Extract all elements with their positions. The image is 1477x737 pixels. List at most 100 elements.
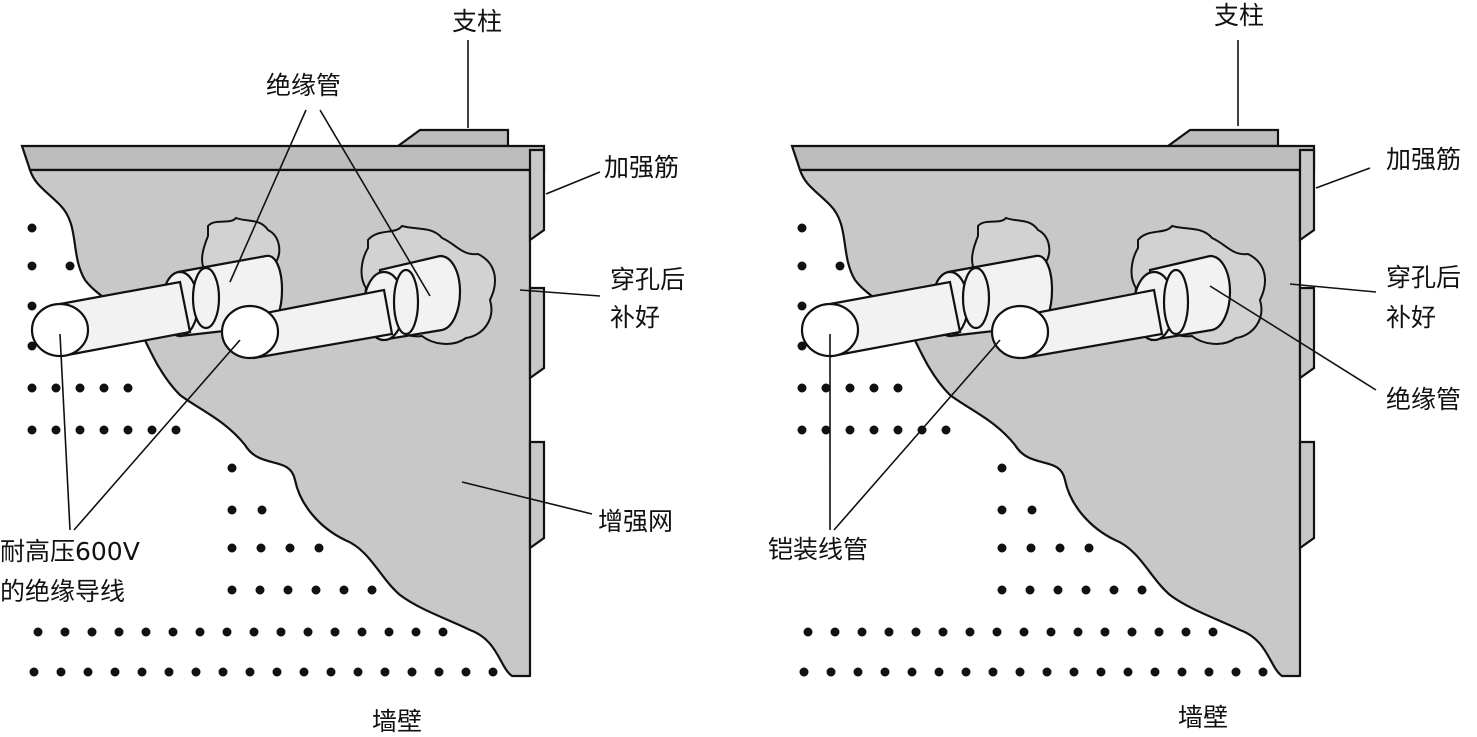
mesh-dot — [75, 383, 85, 393]
mesh-dot — [1208, 627, 1218, 637]
mesh-dot — [227, 505, 237, 515]
mesh-dot — [29, 667, 39, 677]
mesh-dot — [1084, 543, 1094, 553]
leader-wire-left — [59, 333, 241, 531]
mesh-dot — [797, 261, 807, 271]
mesh-dot — [880, 667, 890, 677]
mesh-dot — [1026, 543, 1036, 553]
mesh-dot — [869, 425, 879, 435]
mesh-dot — [997, 585, 1007, 595]
mesh-dot — [195, 627, 205, 637]
mesh-dot — [438, 627, 448, 637]
mesh-dot — [1042, 667, 1052, 677]
mesh-dot — [27, 383, 37, 393]
mesh-dot — [845, 425, 855, 435]
mesh-dot — [164, 667, 174, 677]
mesh-dot — [314, 543, 324, 553]
mesh-dot — [934, 667, 944, 677]
mesh-dot — [330, 627, 340, 637]
mesh-dot — [255, 585, 265, 595]
label-pillar-left: 支柱 — [452, 7, 502, 36]
mesh-dot — [339, 585, 349, 595]
label-stiffener-left: 加强筋 — [604, 153, 679, 182]
mesh-dot — [1204, 667, 1214, 677]
mesh-dot — [997, 463, 1007, 473]
right-pipe-2 — [990, 254, 1232, 360]
mesh-dot — [137, 667, 147, 677]
mesh-dot — [821, 425, 831, 435]
leader-mesh-left — [461, 481, 593, 515]
mesh-dot — [797, 301, 807, 311]
mesh-dot — [272, 667, 282, 677]
mesh-dot — [1127, 627, 1137, 637]
mesh-dot — [222, 627, 232, 637]
mesh-dot — [845, 383, 855, 393]
mesh-dot — [141, 627, 151, 637]
mesh-dot — [893, 425, 903, 435]
mesh-dot — [1154, 627, 1164, 637]
mesh-dot — [123, 383, 133, 393]
mesh-dot — [171, 425, 181, 435]
label-armored-conduit-right: 铠装线管 — [768, 535, 868, 564]
mesh-dot — [797, 383, 807, 393]
mesh-dot — [884, 627, 894, 637]
leader-insulating-tube-left — [229, 109, 431, 297]
mesh-dot — [357, 627, 367, 637]
label-wire-left-line1: 耐高压600V — [0, 537, 140, 566]
label-mesh-left: 增强网 — [598, 507, 673, 536]
mesh-dot — [99, 383, 109, 393]
mesh-dot — [1069, 667, 1079, 677]
mesh-dot — [27, 425, 37, 435]
label-patch-right-line2: 补好 — [1386, 303, 1436, 332]
mesh-dot — [227, 543, 237, 553]
mesh-dot — [835, 261, 845, 271]
mesh-dot — [1109, 585, 1119, 595]
label-wall-left: 墙壁 — [372, 707, 422, 736]
mesh-dot — [249, 627, 259, 637]
mesh-dot — [123, 425, 133, 435]
mesh-dot — [941, 425, 951, 435]
mesh-dot — [1231, 667, 1241, 677]
label-patch-left-line1: 穿孔后 — [610, 265, 685, 294]
mesh-dot — [65, 261, 75, 271]
leader-patch-right — [1289, 283, 1377, 293]
mesh-dot — [168, 627, 178, 637]
mesh-dot — [256, 543, 266, 553]
right-panel: 支柱 加强筋 穿孔后 补好 绝缘管 铠装线管 墙壁 — [768, 1, 1461, 732]
mesh-dot — [303, 627, 313, 637]
mesh-dot — [803, 627, 813, 637]
mesh-dot — [299, 667, 309, 677]
mesh-dot — [821, 383, 831, 393]
mesh-dot — [965, 627, 975, 637]
mesh-dot — [51, 383, 61, 393]
mesh-dot — [1258, 667, 1268, 677]
mesh-dot — [1100, 627, 1110, 637]
mesh-dot — [1081, 585, 1091, 595]
right-mesh-dots — [797, 223, 1268, 677]
mesh-dot — [488, 667, 498, 677]
mesh-dot — [51, 425, 61, 435]
mesh-dot — [1096, 667, 1106, 677]
mesh-dot — [367, 585, 377, 595]
mesh-dot — [1055, 543, 1065, 553]
mesh-dot — [1019, 627, 1029, 637]
mesh-dot — [992, 627, 1002, 637]
left-mesh-dots — [27, 223, 498, 677]
mesh-dot — [826, 667, 836, 677]
mesh-dot — [1181, 627, 1191, 637]
mesh-dot — [245, 667, 255, 677]
mesh-dot — [257, 505, 267, 515]
mesh-dot — [114, 627, 124, 637]
mesh-dot — [797, 425, 807, 435]
mesh-dot — [27, 223, 37, 233]
mesh-dot — [893, 383, 903, 393]
mesh-dot — [1073, 627, 1083, 637]
mesh-dot — [869, 383, 879, 393]
mesh-dot — [191, 667, 201, 677]
mesh-dot — [227, 463, 237, 473]
mesh-dot — [75, 425, 85, 435]
leader-patch-left — [519, 289, 601, 297]
label-insulating-tube-right: 绝缘管 — [1386, 385, 1461, 414]
mesh-dot — [276, 627, 286, 637]
